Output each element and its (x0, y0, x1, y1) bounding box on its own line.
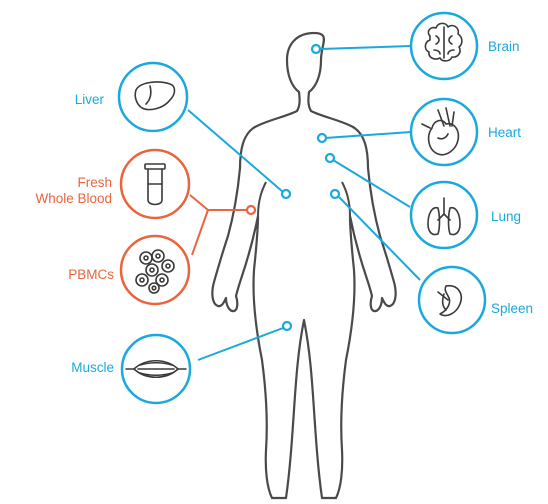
brain-connector (320, 46, 411, 49)
spleen-target-dot (331, 190, 339, 198)
spleen-label: Spleen (491, 300, 533, 317)
blood-connector (190, 195, 250, 210)
blood-label-line2: Whole Blood (4, 190, 112, 207)
body-inner-line (342, 182, 350, 216)
lung-target-dot (326, 154, 334, 162)
heart-target-dot (318, 134, 326, 142)
muscle-connector (198, 328, 283, 360)
liver-label: Liver (40, 91, 104, 108)
muscle-target-dot (283, 322, 291, 330)
blood-target-dot (247, 206, 255, 214)
pbmcs-icon-circle (121, 236, 189, 304)
brain-target-dot (312, 45, 320, 53)
pbmcs-connector (192, 210, 208, 255)
blood-label-line1: Fresh (4, 174, 112, 191)
heart-label: Heart (488, 124, 521, 141)
muscle-label: Muscle (20, 359, 114, 376)
liver-target-dot (282, 190, 290, 198)
heart-connector (325, 132, 411, 138)
spleen-icon-circle (419, 267, 485, 333)
brain-label: Brain (488, 38, 520, 55)
body-inner-line (258, 182, 266, 216)
liver-icon-circle (119, 63, 187, 131)
pbmcs-label: PBMCs (20, 266, 114, 283)
human-body-outline (212, 33, 395, 498)
lung-label: Lung (491, 208, 521, 225)
